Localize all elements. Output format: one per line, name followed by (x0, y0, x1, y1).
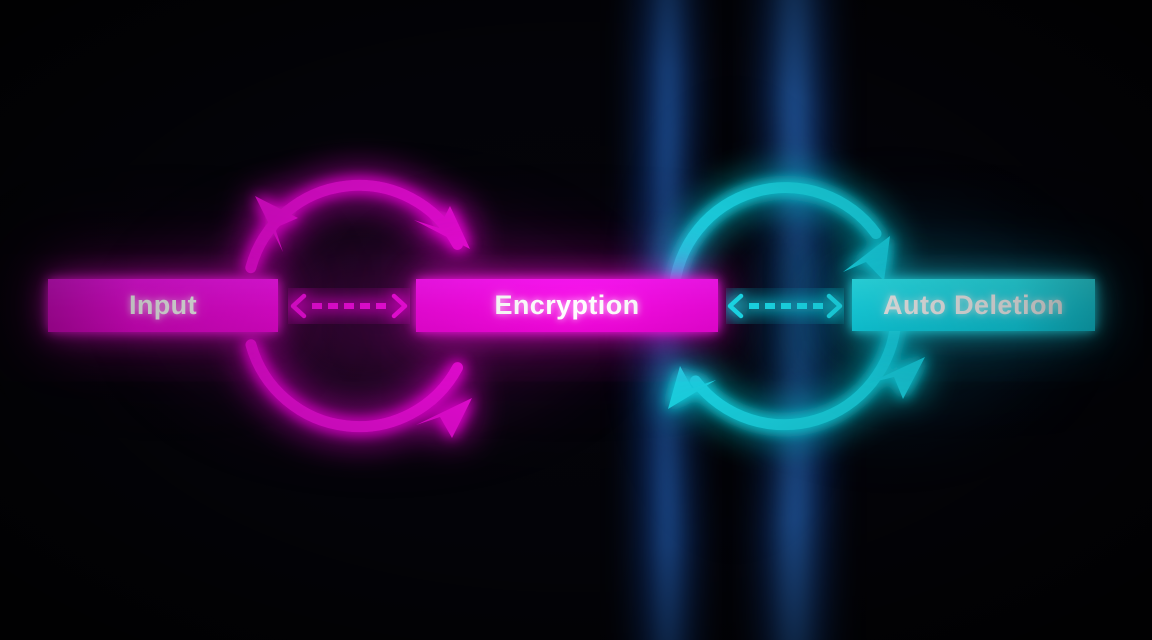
vignette-overlay (0, 0, 1152, 640)
diagram-canvas: Input Encryption Auto Deletion (0, 0, 1152, 640)
